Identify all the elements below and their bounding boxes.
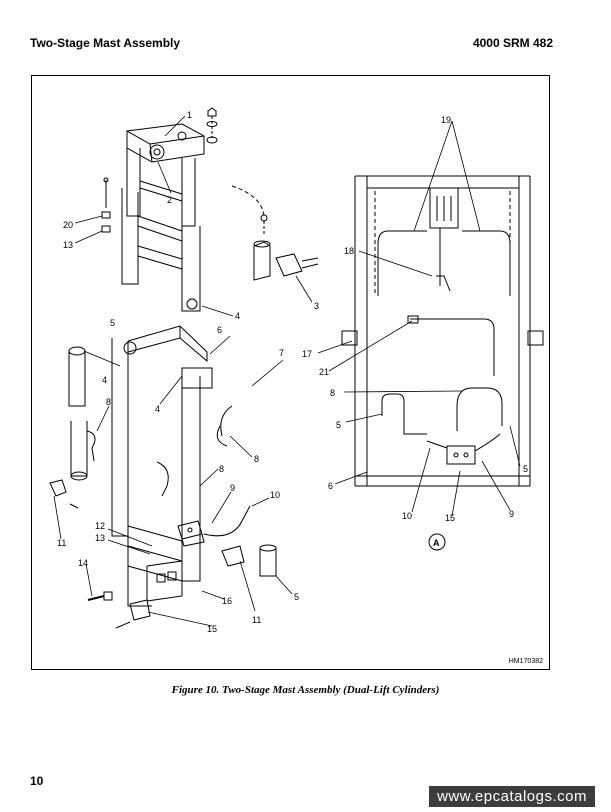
- clamp-bracket-left: [49, 479, 79, 509]
- figure-id: HM170382: [508, 658, 543, 665]
- callout-18: 18: [344, 246, 354, 256]
- callout-1: 1: [187, 110, 192, 120]
- leader-lines: [53, 115, 521, 627]
- section-title: Two-Stage Mast Assembly: [30, 36, 181, 50]
- callout-10: 10: [270, 490, 280, 500]
- cylinder-clamp: [231, 185, 319, 281]
- callout-20: 20: [63, 220, 73, 230]
- detail-view-a: [341, 175, 544, 551]
- callout-13: 13: [95, 533, 105, 543]
- plate-15: [115, 599, 151, 629]
- document-code: 4000 SRM 482: [472, 36, 553, 50]
- callout-4: 4: [102, 375, 107, 385]
- callout-3: 3: [314, 301, 319, 311]
- clamp-bracket-right: [221, 545, 245, 567]
- callout-17: 17: [302, 349, 312, 359]
- callout-8: 8: [254, 454, 259, 464]
- callout-7: 7: [279, 348, 284, 358]
- callout-6: 6: [328, 481, 333, 491]
- figure-caption: Figure 10. Two-Stage Mast Assembly (Dual…: [171, 684, 440, 696]
- callout-labels: 1 2 3 4 4 4 5 5 5 5 6 6 7 8 8 8 8 9 9 10…: [57, 110, 528, 634]
- page-number: 10: [30, 774, 44, 788]
- callout-8: 8: [330, 388, 335, 398]
- callout-6: 6: [217, 325, 222, 335]
- callout-19: 19: [441, 115, 451, 125]
- detail-marker-a: A: [433, 538, 440, 548]
- callout-2: 2: [167, 195, 172, 205]
- callout-5: 5: [294, 592, 299, 602]
- valve-block: [177, 520, 205, 547]
- mast-assembly-drawing: 1 2 3 4 4 4 5 5 5 5 6 6 7 8 8 8 8 9 9 10…: [49, 107, 544, 634]
- outer-mast: [111, 325, 213, 607]
- inner-mast-upper: [126, 146, 196, 227]
- callout-9: 9: [509, 509, 514, 519]
- callout-15: 15: [445, 513, 455, 523]
- hoses-left: [156, 405, 233, 497]
- bolt-left: [101, 177, 111, 233]
- top-fasteners: [206, 107, 218, 144]
- inner-mast-lower: [121, 188, 201, 312]
- callout-16: 16: [222, 596, 232, 606]
- lower-bracket: [146, 560, 183, 602]
- callout-4: 4: [235, 311, 240, 321]
- hose-10: [203, 505, 251, 537]
- callout-12: 12: [95, 521, 105, 531]
- figure-frame: 1 2 3 4 4 4 5 5 5 5 6 6 7 8 8 8 8 9 9 10…: [31, 75, 550, 670]
- callout-11: 11: [252, 615, 261, 625]
- callout-8: 8: [106, 397, 111, 407]
- watermark-link[interactable]: www.epcatalogs.com: [429, 786, 595, 807]
- callout-14: 14: [78, 558, 88, 568]
- callout-5: 5: [336, 420, 341, 430]
- callout-5: 5: [523, 464, 528, 474]
- callout-8: 8: [219, 464, 224, 474]
- lift-cylinder-base: [259, 544, 277, 577]
- callout-11: 11: [57, 538, 66, 548]
- crosshead-part: [126, 123, 205, 163]
- callout-10: 10: [402, 511, 412, 521]
- callout-5: 5: [110, 318, 115, 328]
- callout-13: 13: [63, 240, 73, 250]
- callout-21: 21: [319, 367, 329, 377]
- callout-9: 9: [230, 483, 235, 493]
- lift-cylinder-left: [68, 346, 96, 481]
- bolt-14: [87, 591, 113, 601]
- callout-4: 4: [155, 404, 160, 414]
- callout-15: 15: [207, 624, 217, 634]
